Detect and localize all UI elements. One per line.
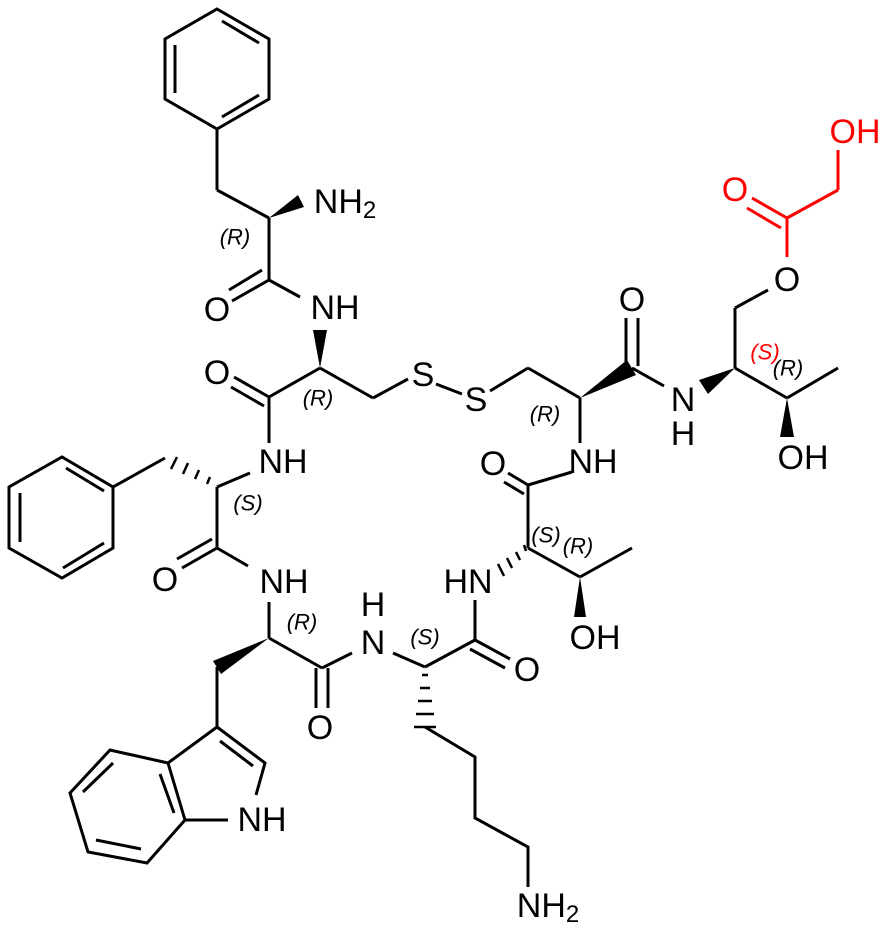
double-bond (507, 471, 529, 487)
bond (112, 456, 166, 489)
oxygen-label: O (204, 291, 230, 329)
atom-labels: NH2 O NH O S S O N H O O OH OH NH O NH O… (152, 113, 881, 928)
amide-nh-label: NH (258, 443, 307, 481)
nitrogen-label: N (361, 624, 386, 662)
bond (372, 377, 409, 400)
amide-nh-label: NH (310, 289, 359, 327)
ester-double-bond (746, 206, 782, 230)
double-bond (231, 278, 270, 303)
double-bond (176, 537, 213, 561)
oxygen-label: O (152, 561, 178, 599)
wedge-bond (313, 330, 327, 368)
bond (631, 366, 665, 388)
oxygen-label: O (514, 651, 540, 689)
methyl-bond (579, 546, 633, 579)
oxygen-label: O (204, 354, 230, 392)
bond (392, 651, 426, 669)
bond (527, 546, 581, 579)
double-bond (228, 268, 263, 292)
bond (268, 278, 301, 299)
bond (527, 366, 581, 400)
stereo-label: (S) (233, 491, 262, 516)
bond (268, 366, 321, 399)
phenyl-ring-top (163, 7, 271, 131)
hydrogen-label: H (361, 586, 386, 624)
bond (321, 651, 353, 670)
methyl-bond (786, 366, 839, 400)
double-bond (230, 385, 265, 408)
stereo-label: (R) (303, 386, 334, 411)
stereo-label: (S) (531, 523, 560, 548)
amide-hn-label: HN (443, 563, 492, 601)
bond (216, 546, 249, 568)
hydrogen-label: H (671, 415, 696, 453)
nitrogen-label: N (671, 381, 696, 419)
amide-nh-label: NH (568, 443, 617, 481)
bond (268, 636, 323, 670)
bond (489, 366, 529, 393)
stereo-label: (R) (287, 610, 318, 635)
hydroxyl-label: OH (570, 619, 621, 657)
ester-carbonyl-oxygen-label: O (722, 171, 748, 209)
stereo-label: (S) (410, 625, 439, 650)
hashed-bond (169, 456, 212, 485)
bonds (7, 7, 840, 887)
bond (216, 471, 251, 489)
bond (216, 188, 270, 220)
double-bond (233, 375, 270, 399)
bond (424, 638, 476, 669)
double-bond (474, 638, 511, 661)
ester-bond (786, 188, 839, 220)
wedge-bond (574, 577, 586, 617)
hashed-bond (496, 544, 528, 577)
stereo-label: (R) (563, 534, 594, 559)
bond (734, 288, 769, 310)
double-bond (503, 480, 525, 496)
oxygen-label: O (480, 445, 506, 483)
wedge-bond (780, 398, 794, 437)
bond (527, 470, 573, 487)
stereo-label: (R) (773, 356, 804, 381)
hydroxyl-label: OH (778, 439, 829, 477)
amine-label: NH2 (517, 887, 579, 928)
wedge-bond (213, 638, 269, 674)
glycolate-hydroxyl-label: OH (830, 113, 881, 151)
indole-ring (68, 725, 267, 865)
ester-double-bond (751, 196, 788, 220)
bond (734, 366, 788, 400)
disulfide-bond (435, 382, 463, 396)
stereo-label: (S) (750, 340, 779, 365)
amine-label: NH2 (314, 183, 376, 224)
indole-nh-label: NH (237, 801, 286, 839)
double-bond (469, 647, 506, 670)
wedge-bond (269, 195, 304, 218)
lysine-side-chain (424, 725, 530, 887)
ester-oxygen-label: O (774, 261, 800, 299)
sulfur-label: S (465, 381, 488, 419)
oxygen-label: O (307, 709, 333, 747)
amide-nh-label: NH (259, 563, 308, 601)
stereo-label: (R) (220, 225, 251, 250)
stereo-label: (R) (530, 402, 561, 427)
bond (319, 366, 374, 400)
oxygen-label: O (619, 281, 645, 319)
wedge-bond (699, 368, 735, 394)
sulfur-label: S (412, 356, 435, 394)
hashed-bond (414, 673, 436, 729)
phenyl-ring-left (7, 455, 115, 580)
stereo-labels: (R) (R) (R) (S) (R) (S) (R) (S) (S) (R) (220, 225, 804, 650)
wedge-bond (580, 360, 636, 398)
double-bond (181, 546, 218, 570)
